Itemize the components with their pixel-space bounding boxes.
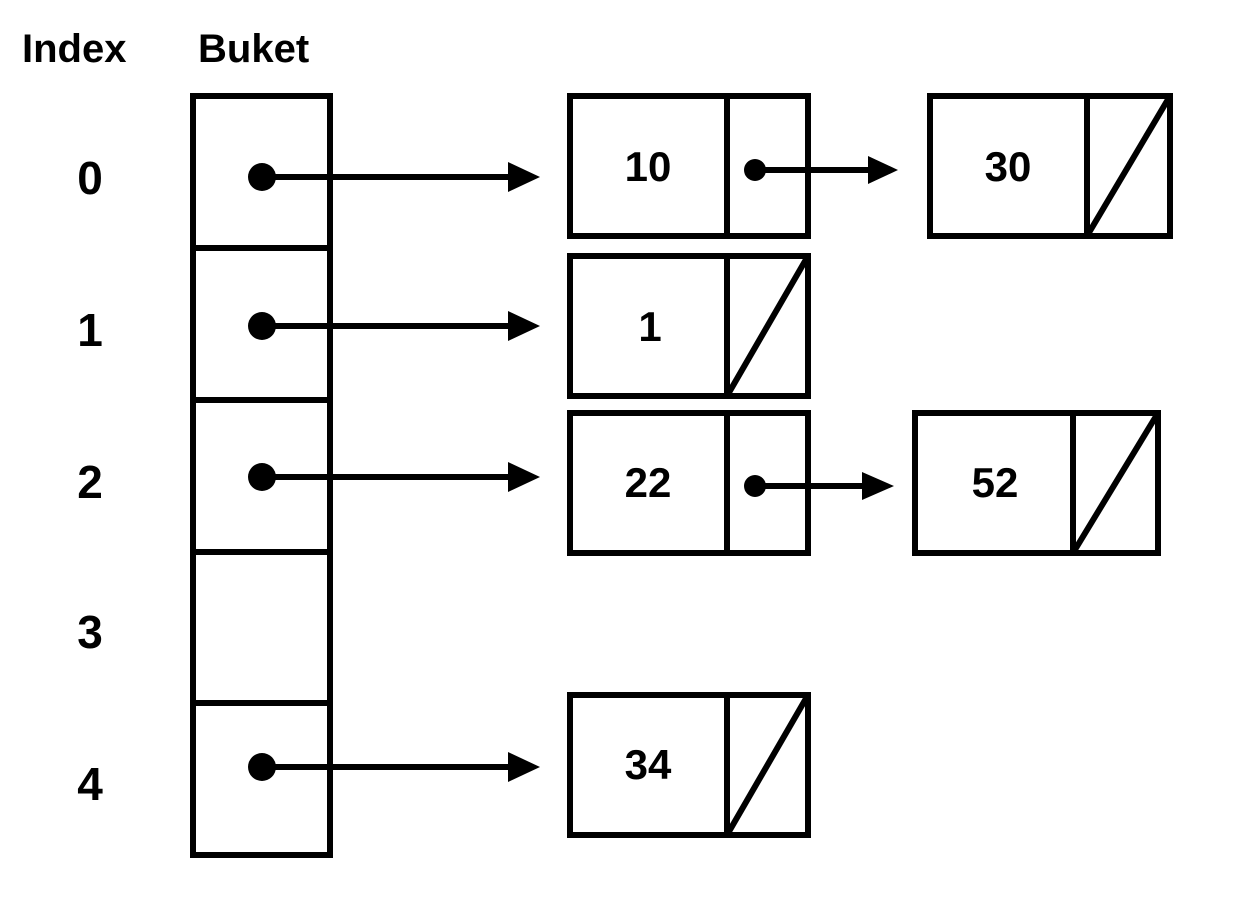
node-box-1 bbox=[567, 253, 811, 399]
node-value-30: 30 bbox=[985, 143, 1032, 190]
index-label-0: 0 bbox=[77, 152, 103, 204]
index-label-3: 3 bbox=[77, 606, 103, 658]
null-slash-icon-1 bbox=[724, 254, 811, 398]
index-label-2: 2 bbox=[77, 456, 103, 508]
node-value-22: 22 bbox=[625, 459, 672, 506]
null-slash-icon-30 bbox=[1084, 94, 1173, 238]
node-value-10: 10 bbox=[625, 143, 672, 190]
node-value-52: 52 bbox=[972, 459, 1019, 506]
null-slash-icon-34 bbox=[724, 693, 811, 837]
bucket-column-header: Buket bbox=[198, 27, 309, 71]
index-column-header: Index bbox=[22, 27, 126, 71]
bucket-arrow-head-2 bbox=[508, 462, 540, 492]
node-box-30 bbox=[927, 93, 1173, 239]
node-value-1: 1 bbox=[638, 303, 661, 350]
bucket-arrow-head-0 bbox=[508, 162, 540, 192]
node-box-34 bbox=[567, 692, 811, 838]
bucket-arrow-head-4 bbox=[508, 752, 540, 782]
index-label-1: 1 bbox=[77, 304, 103, 356]
bucket-arrow-head-1 bbox=[508, 311, 540, 341]
index-label-4: 4 bbox=[77, 758, 103, 810]
node-box-52 bbox=[912, 410, 1161, 556]
node-value-34: 34 bbox=[625, 741, 672, 788]
node-next-arrow-10 bbox=[868, 156, 898, 184]
node-box-10 bbox=[567, 93, 811, 239]
node-next-arrow-22 bbox=[862, 472, 894, 500]
null-slash-icon-52 bbox=[1070, 411, 1161, 555]
